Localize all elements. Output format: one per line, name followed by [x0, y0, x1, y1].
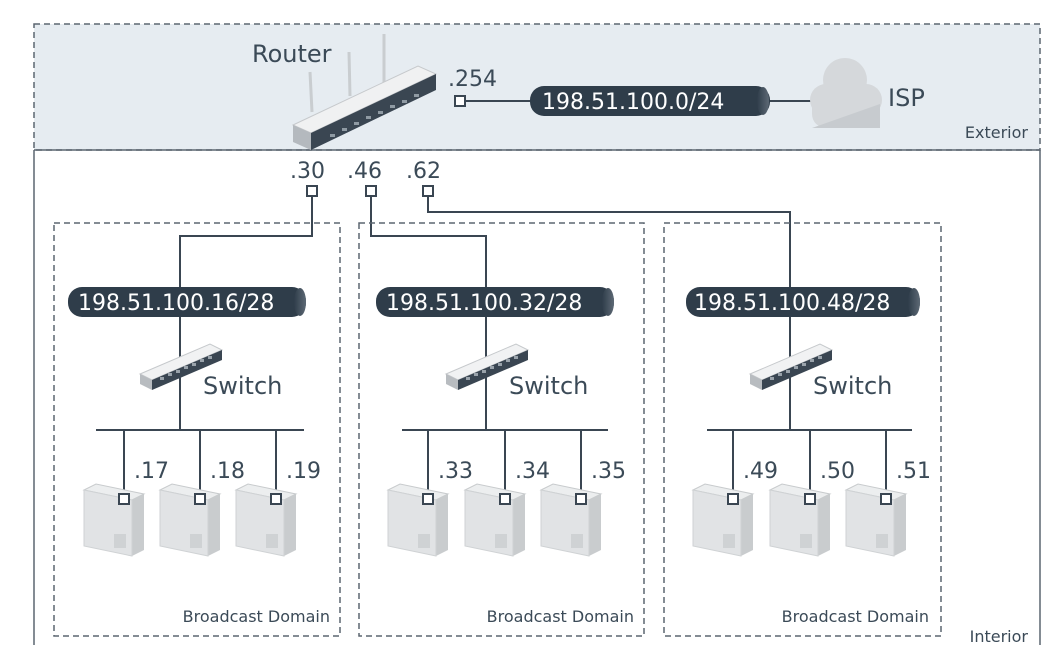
broadcast-domain-label: Broadcast Domain [183, 607, 330, 626]
host-label: .50 [820, 459, 855, 484]
server-icon [235, 483, 297, 557]
router-lan-port [365, 185, 377, 197]
switch-label: Switch [203, 372, 282, 400]
broadcast-domain-label: Broadcast Domain [782, 607, 929, 626]
interior-zone [33, 149, 1041, 645]
server-icon [387, 483, 449, 557]
host-label: .33 [438, 459, 473, 484]
host-label: .49 [743, 459, 778, 484]
isp-label: ISP [888, 84, 925, 112]
router-lan-port-label: .62 [406, 159, 441, 184]
subnet-label: 198.51.100.48/28 [694, 291, 890, 316]
router-lan-port [422, 185, 434, 197]
server-icon [83, 483, 145, 557]
isp-network-pill: 198.51.100.0/24 [530, 86, 770, 116]
host-label: .19 [286, 459, 321, 484]
router-device [291, 34, 438, 150]
isp-network-label: 198.51.100.0/24 [542, 90, 724, 115]
isp-cloud-icon [810, 58, 882, 128]
router-lan-port-label: .30 [290, 159, 325, 184]
interior-zone-label: Interior [970, 627, 1029, 645]
server-icon [159, 483, 221, 557]
host-label: .18 [210, 459, 245, 484]
server-icon [540, 483, 602, 557]
host-label: .35 [591, 459, 626, 484]
host-label: .51 [896, 459, 931, 484]
router-lan-port [306, 185, 318, 197]
server-icon [769, 483, 831, 557]
server-icon [692, 483, 754, 557]
subnet-label: 198.51.100.16/28 [78, 291, 274, 316]
router-wan-port-label: .254 [448, 67, 497, 92]
exterior-zone-label: Exterior [965, 123, 1029, 142]
switch-label: Switch [813, 372, 892, 400]
server-icon [845, 483, 907, 557]
router-wan-port [454, 95, 466, 107]
host-label: .34 [515, 459, 550, 484]
router-lan-port-label: .46 [347, 159, 382, 184]
router-label: Router [252, 40, 332, 68]
broadcast-domain: 198.51.100.16/28 Switch .17 .18 .19 Broa… [53, 222, 341, 637]
host-label: .17 [134, 459, 169, 484]
broadcast-domain: 198.51.100.48/28 Switch .49 .50 .51 Broa… [663, 222, 942, 637]
switch-label: Switch [509, 372, 588, 400]
broadcast-domain: 198.51.100.32/28 Switch .33 .34 .35 Broa… [358, 222, 645, 637]
broadcast-domain-label: Broadcast Domain [487, 607, 634, 626]
server-icon [464, 483, 526, 557]
subnet-label: 198.51.100.32/28 [386, 291, 582, 316]
